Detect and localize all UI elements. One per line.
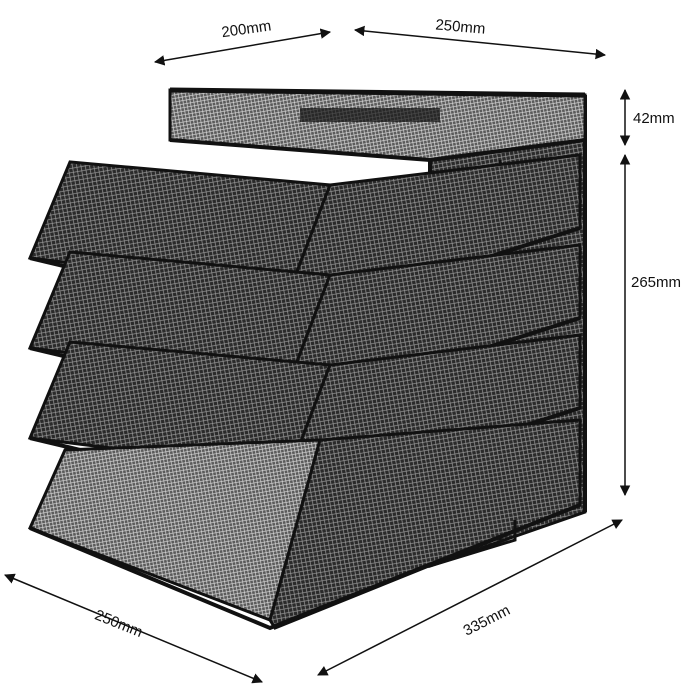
dim-label-stack-height: 265mm	[631, 274, 681, 291]
tray-4	[27, 418, 582, 631]
dim-label-base-depth: 335mm	[461, 602, 513, 640]
mesh-organizer	[27, 87, 587, 631]
top-basket	[168, 87, 587, 163]
dimension-top-width: 250mm	[353, 16, 607, 60]
dim-label-top-width: 250mm	[435, 16, 486, 37]
dimension-stack-height: 265mm	[619, 153, 681, 497]
dimension-top-depth: 200mm	[153, 17, 332, 66]
dim-label-top-depth: 200mm	[220, 17, 272, 41]
dimension-basket-height: 42mm	[619, 88, 675, 147]
dim-label-base-width: 250mm	[92, 607, 145, 642]
dim-label-basket-height: 42mm	[633, 110, 675, 127]
